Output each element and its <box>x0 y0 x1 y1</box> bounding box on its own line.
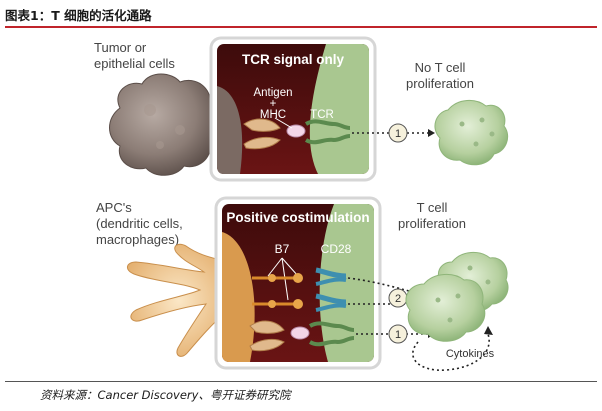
costimulation-box-title: Positive costimulation <box>226 210 369 225</box>
b7-label: B7 <box>275 242 290 256</box>
mhc-molecule <box>243 118 281 150</box>
arrowhead <box>484 326 493 335</box>
t-cell-proliferating <box>405 274 486 342</box>
cell-dot <box>473 141 479 147</box>
cell-dot <box>447 317 453 323</box>
cell-dot <box>459 121 465 127</box>
cell-dot <box>485 279 491 285</box>
tcr-receptor <box>304 119 351 145</box>
signal-badge-1-top <box>388 123 408 143</box>
cell-dot <box>435 297 441 303</box>
apc-dendritic-cell <box>127 243 231 357</box>
source-note: 资料来源：Cancer Discovery、粤开证券研究院 <box>40 388 291 402</box>
apc-label-line1: APC's <box>96 200 132 215</box>
tumor-label-line1: Tumor or <box>94 40 147 55</box>
antigen-label-line3: MHC <box>260 109 286 121</box>
tumor-texture <box>175 125 185 135</box>
b7-pointer <box>267 257 283 277</box>
title-rule <box>5 26 597 28</box>
signal-badge-1-bottom-text: 1 <box>395 329 401 341</box>
figure-title: 图表1：T 细胞的活化通路 <box>5 8 152 23</box>
tumor-cell <box>109 73 221 176</box>
t-cell-inactive <box>434 100 509 166</box>
tumor-texture <box>144 104 156 116</box>
apc-label-line3: macrophages) <box>96 232 179 247</box>
apc-label-line2: (dendritic cells, <box>96 216 183 231</box>
no-proliferation-line2: proliferation <box>406 76 474 91</box>
signal-badge-1-top-text: 1 <box>395 128 401 140</box>
signal-badge-1-bottom <box>388 324 408 344</box>
arrowhead <box>428 129 435 137</box>
antigen-label-line2: + <box>270 98 277 110</box>
signal-badge-2-text: 2 <box>395 293 401 305</box>
b7-pointer <box>281 257 299 277</box>
b7-cd28-pair-1 <box>252 267 347 286</box>
proliferation-line1: T cell <box>417 200 448 215</box>
b7-cd28-pair-2 <box>252 293 347 312</box>
tumor-label-line2: epithelial cells <box>94 56 175 71</box>
antigen-pointer <box>274 117 293 129</box>
no-proliferation-line1: No T cell <box>415 60 466 75</box>
cell-dot <box>455 293 461 299</box>
mhc-tcr-pair-bottom <box>249 320 355 352</box>
cd28-label: CD28 <box>321 242 352 256</box>
tumor-texture <box>156 141 164 149</box>
antigen-label-line1: Antigen <box>253 87 292 99</box>
cell-dot <box>479 117 485 123</box>
cell-dot <box>489 131 495 137</box>
cell-dot <box>467 265 473 271</box>
cytokines-label: Cytokines <box>446 348 495 360</box>
proliferation-line2: proliferation <box>398 216 466 231</box>
tcr-label: TCR <box>310 109 334 121</box>
tcr-box-title: TCR signal only <box>242 52 345 67</box>
source-rule <box>5 381 597 382</box>
